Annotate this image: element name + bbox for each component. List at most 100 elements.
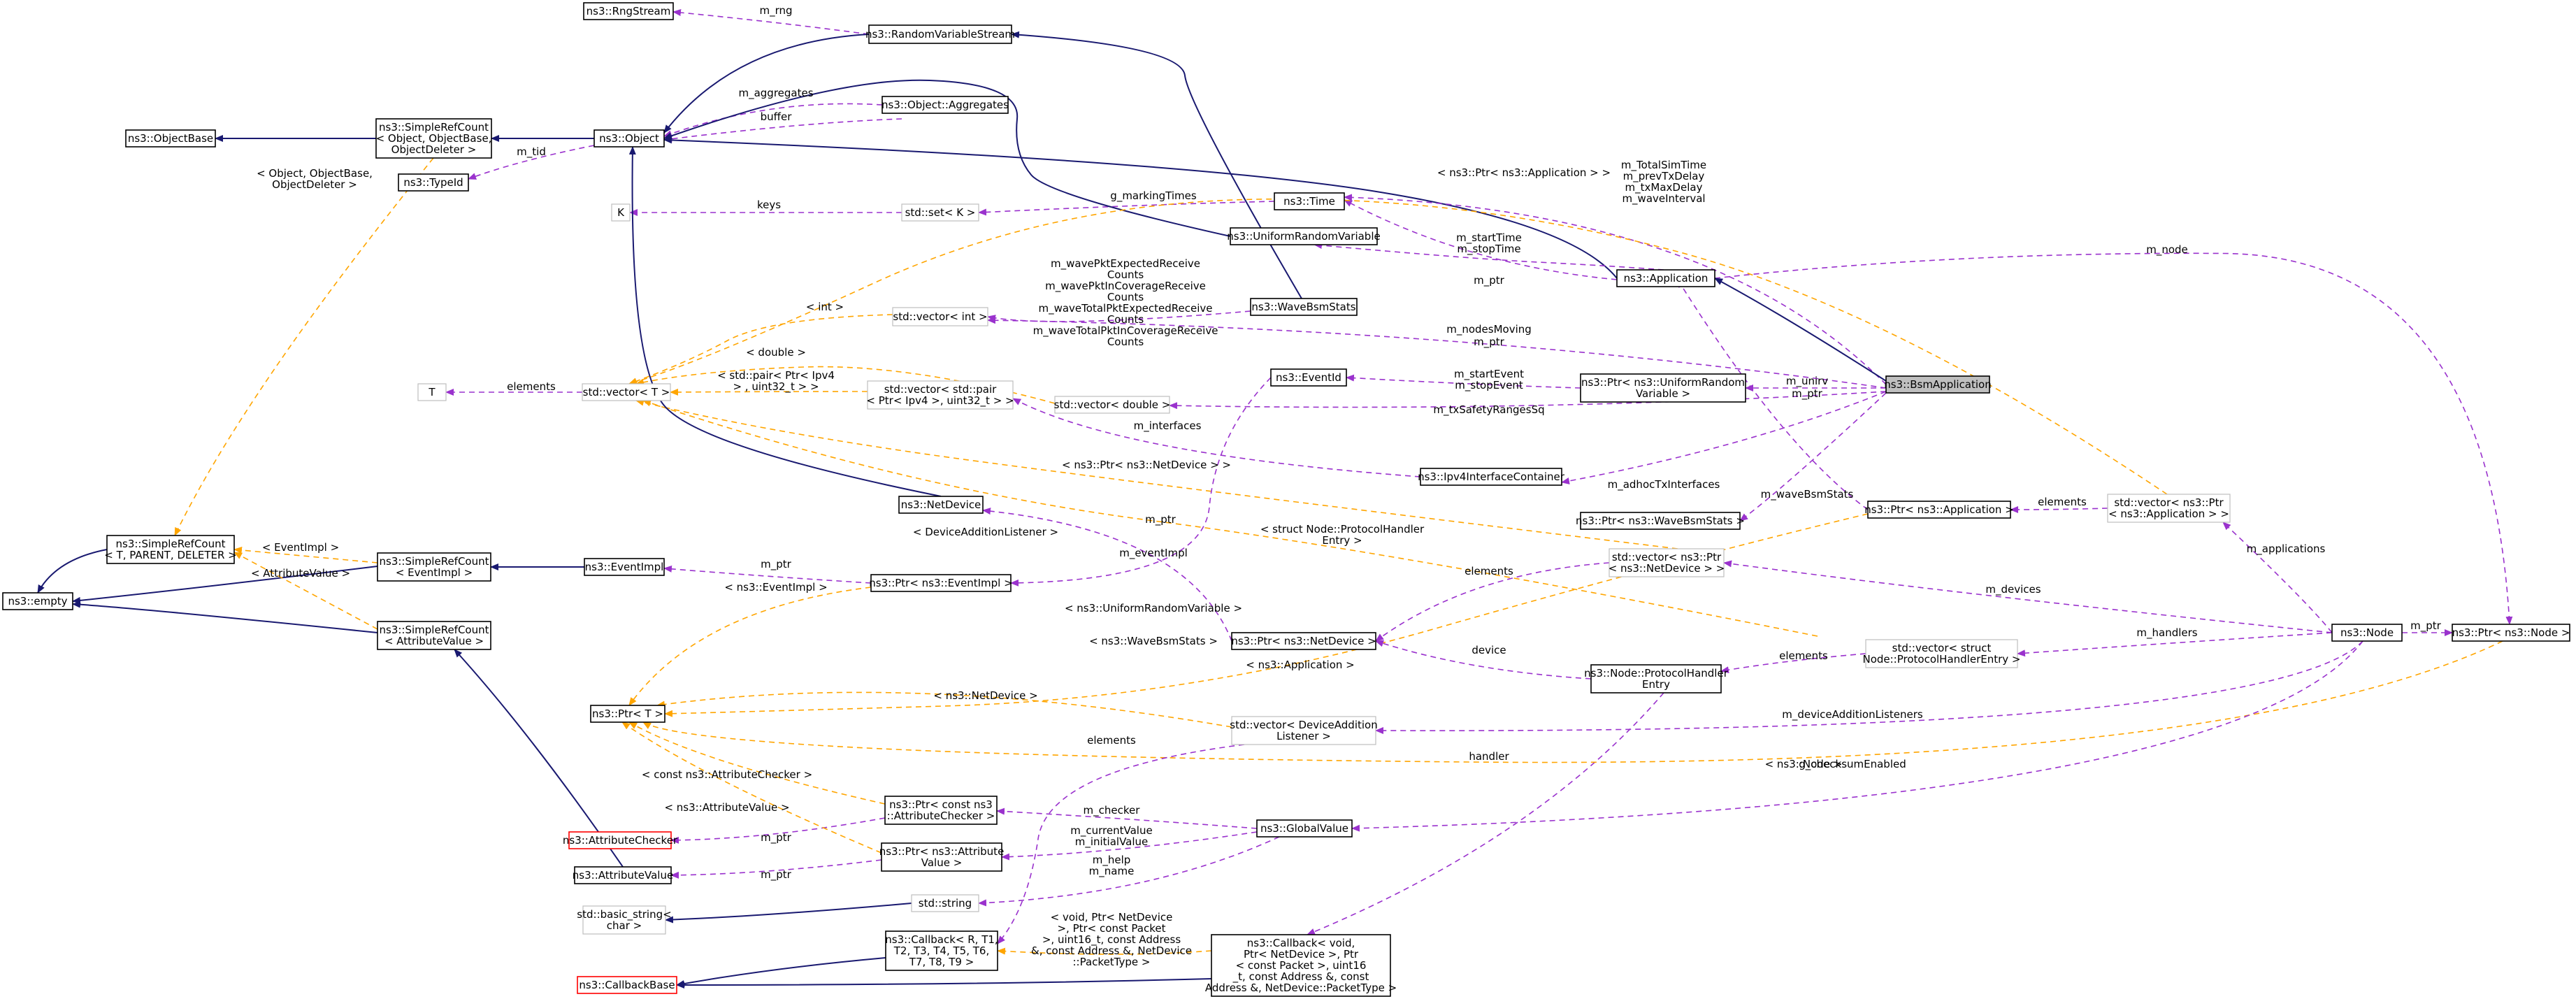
node-box [1865, 639, 2018, 668]
edge-label-line: elements [1087, 734, 1136, 747]
class-node-vecptrnet[interactable]: std::vector< ns3::Ptr< ns3::NetDevice > … [1609, 548, 1725, 577]
class-node-vecpair[interactable]: std::vector< std::pair< Ptr< Ipv4 >, uin… [866, 380, 1014, 410]
class-node-urv[interactable]: ns3::UniformRandomVariable [1227, 227, 1381, 245]
class-node-srcAttr[interactable]: ns3::SimpleRefCount< AttributeValue > [377, 621, 491, 650]
uses-edge [663, 565, 872, 584]
edge-label-line: m_ptr [761, 831, 792, 845]
node-label-line: Variable > [1636, 387, 1690, 400]
node-label-line: Value > [921, 856, 963, 869]
node-label-line: ns3::Ipv4InterfaceContainer [1418, 470, 1565, 483]
class-node-wavebsmstats[interactable]: ns3::WaveBsmStats [1250, 298, 1358, 316]
class-node-typeid[interactable]: ns3::TypeId [398, 173, 469, 192]
edge-label: g_markingTimes [1110, 189, 1197, 203]
edge-label: elements [1779, 649, 1828, 662]
class-node-simplerefobj[interactable]: ns3::SimpleRefCount< Object, ObjectBase,… [375, 118, 492, 159]
class-node-setK[interactable]: std::set< K > [901, 203, 979, 222]
class-node-time[interactable]: ns3::Time [1274, 192, 1345, 210]
class-node-ptrchecker[interactable]: ns3::Ptr< const ns3::AttributeChecker > [884, 796, 998, 825]
class-node-eventid[interactable]: ns3::EventId [1270, 368, 1347, 387]
edge-label: < std::pair< Ptr< Ipv4> , uint32_t > > [717, 369, 835, 394]
edge-label-line: m_waveBsmStats [1761, 488, 1854, 501]
class-node-ptrwave[interactable]: ns3::Ptr< ns3::WaveBsmStats > [1576, 512, 1745, 530]
node-label-line: std::vector< double > [1054, 398, 1171, 411]
class-node-K[interactable]: K [611, 203, 631, 222]
class-node-randvarstream[interactable]: ns3::RandomVariableStream [865, 24, 1015, 44]
edge-label-line: < ns3::UniformRandomVariable > [1065, 602, 1242, 615]
class-node-globalvalue[interactable]: ns3::GlobalValue [1256, 819, 1353, 838]
class-node-vecT[interactable]: std::vector< T > [582, 383, 671, 401]
class-node-T[interactable]: T [417, 383, 447, 401]
class-node-node[interactable]: ns3::Node [2331, 624, 2403, 642]
node-box [1420, 468, 1562, 486]
node-box [125, 129, 216, 148]
class-node-vecptrapp[interactable]: std::vector< ns3::Ptr< ns3::Application … [2107, 494, 2231, 523]
node-label-line: ns3::Ptr< ns3::WaveBsmStats > [1576, 515, 1745, 527]
templ-edge [233, 552, 378, 630]
class-node-srcT[interactable]: ns3::SimpleRefCount< T, PARENT, DELETER … [104, 535, 237, 564]
edge-label: buffer [761, 110, 793, 123]
node-label: std::vector< ns3::Ptr< ns3::Application … [2108, 496, 2229, 520]
templ-edge [628, 587, 872, 706]
class-node-vecdouble[interactable]: std::vector< double > [1054, 396, 1171, 414]
edge-label-line: Counts [1107, 336, 1144, 348]
edge-label: < ns3::NetDevice > [933, 689, 1037, 702]
class-node-callbackbase[interactable]: ns3::CallbackBase [577, 976, 677, 994]
node-label-line: < AttributeValue > [384, 635, 484, 647]
class-node-eventimpl[interactable]: ns3::EventImpl [584, 558, 665, 576]
node-box [884, 796, 998, 825]
edge-label-line: m_deviceAdditionListeners [1782, 708, 1923, 721]
node-label-line: < Ptr< Ipv4 >, uint32_t > > [866, 394, 1014, 408]
class-node-ptrnet[interactable]: ns3::Ptr< ns3::NetDevice > [1231, 632, 1376, 650]
edge-label-line: < AttributeValue > [251, 567, 350, 580]
node-label: ns3::RngStream [587, 5, 671, 17]
class-node-objectbase[interactable]: ns3::ObjectBase [125, 129, 216, 148]
node-label-line: ns3::Ptr< const ns3 [889, 798, 993, 811]
edge-label: m_nodesMoving [1446, 323, 1532, 336]
class-node-empty[interactable]: ns3::empty [2, 592, 73, 610]
node-box [577, 976, 677, 994]
class-node-vecint[interactable]: std::vector< int > [892, 307, 988, 326]
edge-label-line: Entry > [1322, 534, 1362, 547]
class-node-application[interactable]: ns3::Application [1616, 269, 1715, 287]
class-node-ptrevent[interactable]: ns3::Ptr< ns3::EventImpl > [869, 574, 1013, 592]
edge-label-line: < struct Node::ProtocolHandler [1260, 523, 1425, 536]
class-node-attrvalue[interactable]: ns3::AttributeValue [573, 866, 673, 884]
uses-edge [1010, 377, 1272, 587]
edge-label: < ns3::Node > [1765, 758, 1843, 770]
class-node-object[interactable]: ns3::Object [593, 129, 665, 148]
edge-label: < AttributeValue > [251, 567, 350, 580]
class-node-stdstring[interactable]: std::string [911, 894, 979, 912]
node-label: ns3::GlobalValue [1260, 822, 1348, 835]
class-node-callbackvoid[interactable]: ns3::Callback< void,Ptr< NetDevice >, Pt… [1205, 934, 1397, 997]
edge-label-line: m_tid [517, 145, 546, 159]
uses-edge [1714, 252, 2513, 625]
class-node-bsmapp[interactable]: ns3::BsmApplication [1884, 375, 1992, 394]
edge-label: elements [507, 380, 556, 393]
class-node-callbackR[interactable]: ns3::Callback< R, T1,T2, T3, T4, T5, T6,… [885, 930, 998, 971]
edge-label: elements [2038, 496, 2087, 508]
edge-label-line: m_ptr [1474, 336, 1505, 349]
class-node-netdevice[interactable]: ns3::NetDevice [898, 496, 984, 514]
node-label-line: Ptr< NetDevice >, Ptr [1244, 948, 1359, 961]
class-node-rngstream[interactable]: ns3::RngStream [583, 2, 674, 20]
class-node-attrchecker[interactable]: ns3::AttributeChecker [563, 831, 678, 849]
edge-label-line: < const ns3::AttributeChecker > [642, 768, 812, 781]
node-box [867, 380, 1014, 410]
node-label: ns3::Application [1624, 272, 1708, 285]
class-node-ptrT[interactable]: ns3::Ptr< T > [590, 705, 665, 723]
class-node-ipv4ifc[interactable]: ns3::Ipv4InterfaceContainer [1418, 468, 1565, 486]
class-node-ptrnode[interactable]: ns3::Ptr< ns3::Node > [2452, 624, 2570, 642]
class-node-aggregates[interactable]: ns3::Object::Aggregates [882, 96, 1009, 114]
class-node-ptrapp[interactable]: ns3::Ptr< ns3::Application > [1864, 501, 2014, 519]
class-node-srcEvent[interactable]: ns3::SimpleRefCount< EventImpl > [377, 552, 491, 582]
class-node-basicstring[interactable]: std::basic_string<char > [577, 905, 672, 935]
edge-label-line: > , uint32_t > > [733, 380, 819, 394]
edge-label-line: < ns3::Ptr< ns3::NetDevice > > [1062, 459, 1231, 471]
